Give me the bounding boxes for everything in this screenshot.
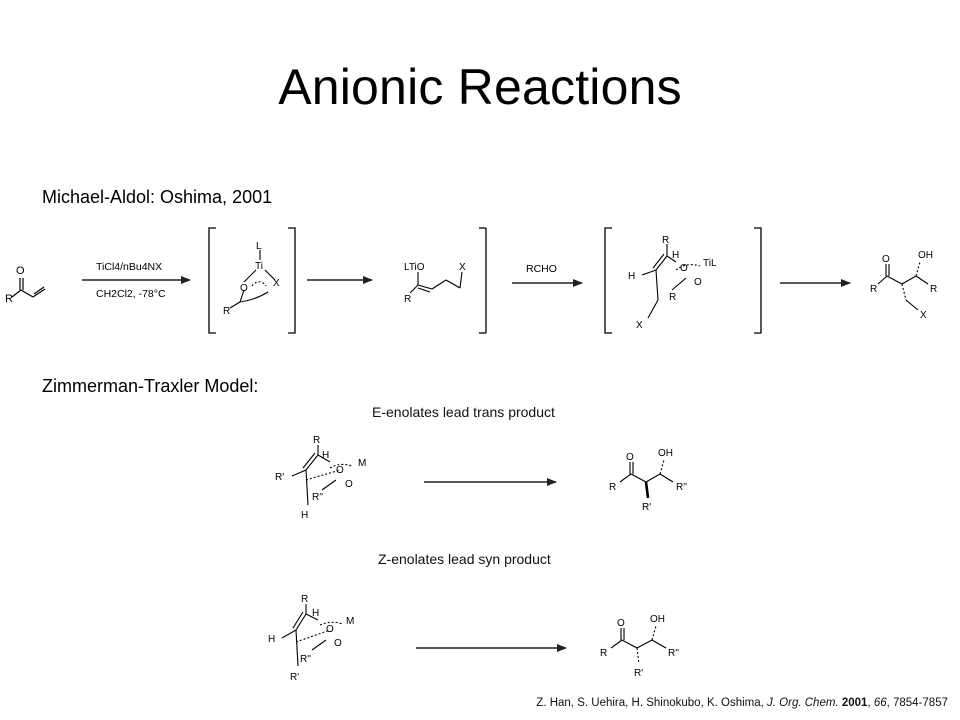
enolate-r-label: R bbox=[404, 294, 411, 305]
ti-enolate-structure bbox=[409, 271, 463, 294]
bracket-1 bbox=[208, 227, 296, 334]
enolate-x-label: X bbox=[459, 262, 466, 273]
ti-x-label: X bbox=[273, 278, 280, 289]
z-enolate-caption: Z-enolates lead syn product bbox=[378, 551, 551, 567]
syn-product-structure bbox=[610, 625, 667, 665]
zimmerman-traxler-heading: Zimmerman-Traxler Model: bbox=[42, 376, 259, 396]
ti-transition-state-structure bbox=[641, 244, 701, 319]
z-r-label: R bbox=[301, 594, 308, 605]
ti-label: Ti bbox=[255, 261, 263, 272]
citation-pages: , 7854-7857 bbox=[886, 697, 948, 709]
rcho-label: RCHO bbox=[526, 263, 557, 275]
anti-r-label: R bbox=[609, 482, 616, 493]
e-h-label: H bbox=[322, 450, 329, 461]
reagent-bottom-label: CH2Cl2, -78°C bbox=[96, 288, 166, 300]
ltio-label: LTiO bbox=[404, 262, 425, 273]
ts-r-label: R bbox=[662, 235, 669, 246]
e-rpp-label: R'' bbox=[312, 492, 323, 503]
citation-authors: Z. Han, S. Uehira, H. Shinokubo, K. Oshi… bbox=[536, 697, 764, 709]
reagent-top-label: TiCl4/nBu4NX bbox=[96, 261, 162, 273]
z-rpp-label: R'' bbox=[300, 654, 311, 665]
slide-title: Anionic Reactions bbox=[278, 59, 682, 115]
citation: Z. Han, S. Uehira, H. Shinokubo, K. Oshi… bbox=[536, 697, 948, 709]
enone-r-label: R bbox=[5, 293, 13, 305]
product-r2-label: R bbox=[930, 284, 937, 295]
enone-o-label: O bbox=[16, 265, 25, 277]
z-m-label: M bbox=[346, 616, 354, 627]
anti-o-label: O bbox=[626, 452, 634, 463]
anti-product-structure bbox=[619, 459, 674, 499]
michael-aldol-heading: Michael-Aldol: Oshima, 2001 bbox=[42, 187, 273, 207]
product-oh-label: OH bbox=[918, 250, 933, 261]
ts-x-label: X bbox=[636, 320, 643, 331]
e-o2-label: O bbox=[345, 479, 353, 490]
z-rp-label: R' bbox=[290, 672, 299, 683]
anti-rpp-label: R'' bbox=[676, 482, 687, 493]
ts-r2-label: R bbox=[669, 292, 676, 303]
product-o-label: O bbox=[882, 254, 890, 265]
syn-rpp-label: R'' bbox=[668, 648, 679, 659]
citation-year: 2001 bbox=[841, 697, 868, 709]
e-m-label: M bbox=[358, 458, 366, 469]
z-o2-label: O bbox=[334, 638, 342, 649]
e-rprime-label: R' bbox=[275, 472, 284, 483]
syn-rp-label: R' bbox=[634, 668, 643, 679]
product-r-label: R bbox=[870, 284, 877, 295]
ts-o-label: O bbox=[680, 263, 688, 274]
ti-r-label: R bbox=[223, 306, 230, 317]
ts-o2-label: O bbox=[694, 277, 702, 288]
e-h2-label: H bbox=[301, 510, 308, 521]
syn-oh-label: OH bbox=[650, 614, 665, 625]
product-x-label: X bbox=[920, 310, 927, 321]
enone-structure bbox=[11, 278, 46, 298]
z-o-label: O bbox=[326, 624, 334, 635]
e-r-label: R bbox=[313, 435, 320, 446]
z-h2-label: H bbox=[268, 634, 275, 645]
e-enolate-ts-structure bbox=[291, 445, 353, 506]
ts-h-label: H bbox=[672, 250, 679, 261]
anti-oh-label: OH bbox=[658, 448, 673, 459]
ti-o-label: O bbox=[240, 283, 248, 294]
citation-journal: J. Org. Chem. bbox=[767, 697, 839, 709]
aldol-product-structure bbox=[877, 261, 929, 311]
ts-til-label: TiL bbox=[703, 258, 717, 269]
anti-rp-label: R' bbox=[642, 502, 651, 513]
z-enolate-ts-structure bbox=[281, 604, 343, 667]
syn-r-label: R bbox=[600, 648, 607, 659]
ts-h2-label: H bbox=[628, 271, 635, 282]
z-h-label: H bbox=[312, 608, 319, 619]
e-o-label: O bbox=[336, 465, 344, 476]
ti-l-label: L bbox=[256, 241, 262, 252]
syn-o-label: O bbox=[617, 618, 625, 629]
ti-chelate-structure bbox=[229, 250, 276, 309]
bracket-3 bbox=[604, 227, 762, 334]
bracket-2 bbox=[479, 227, 487, 334]
citation-volume: 66 bbox=[873, 697, 887, 709]
e-enolate-caption: E-enolates lead trans product bbox=[372, 404, 555, 420]
